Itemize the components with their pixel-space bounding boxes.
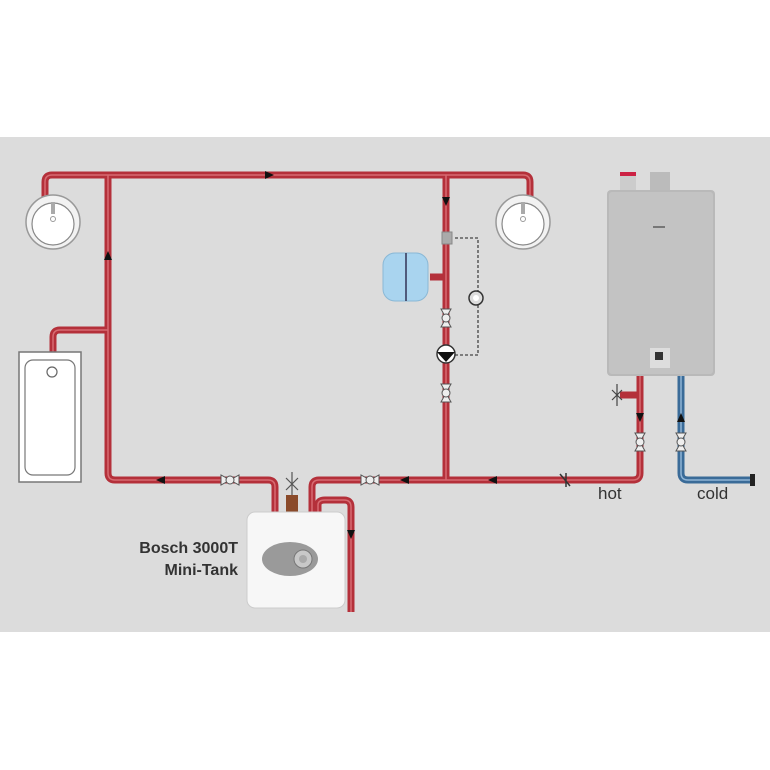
arrow-left-icon bbox=[488, 476, 497, 484]
hot-label: hot bbox=[598, 484, 622, 503]
tank-label-line1: Bosch 3000T bbox=[139, 540, 238, 557]
thermostatic-mixing-valve-icon bbox=[285, 472, 299, 512]
circulation-pump-icon bbox=[436, 344, 456, 364]
temperature-gauge-icon bbox=[468, 290, 484, 306]
arrow-up-icon bbox=[677, 413, 685, 422]
tankless-water-heater-image bbox=[607, 172, 715, 376]
cold-water-pipe bbox=[677, 375, 755, 486]
arrow-down-icon bbox=[442, 197, 450, 206]
arrow-right-icon bbox=[265, 171, 274, 179]
arrow-up-icon bbox=[104, 251, 112, 260]
arrow-down-icon bbox=[636, 413, 644, 422]
sink-left-icon bbox=[25, 194, 81, 250]
sink-right-icon bbox=[495, 194, 551, 250]
tank-label: Bosch 3000T Mini-Tank bbox=[139, 538, 238, 582]
tank-label-line2: Mini-Tank bbox=[164, 562, 238, 579]
bathtub-icon bbox=[18, 351, 82, 483]
expansion-tank-icon bbox=[382, 252, 429, 302]
sensor-tee-icon bbox=[441, 231, 453, 245]
bosch-mini-tank-image bbox=[246, 511, 346, 609]
check-valve-icon bbox=[559, 473, 571, 487]
flow-arrows bbox=[104, 171, 685, 539]
cold-label: cold bbox=[697, 484, 729, 503]
arrow-left-icon bbox=[156, 476, 165, 484]
arrow-down-icon bbox=[347, 530, 355, 539]
hot-water-pipes bbox=[41, 171, 644, 612]
pressure-relief-valve-icon bbox=[611, 384, 623, 406]
arrow-left-icon bbox=[400, 476, 409, 484]
